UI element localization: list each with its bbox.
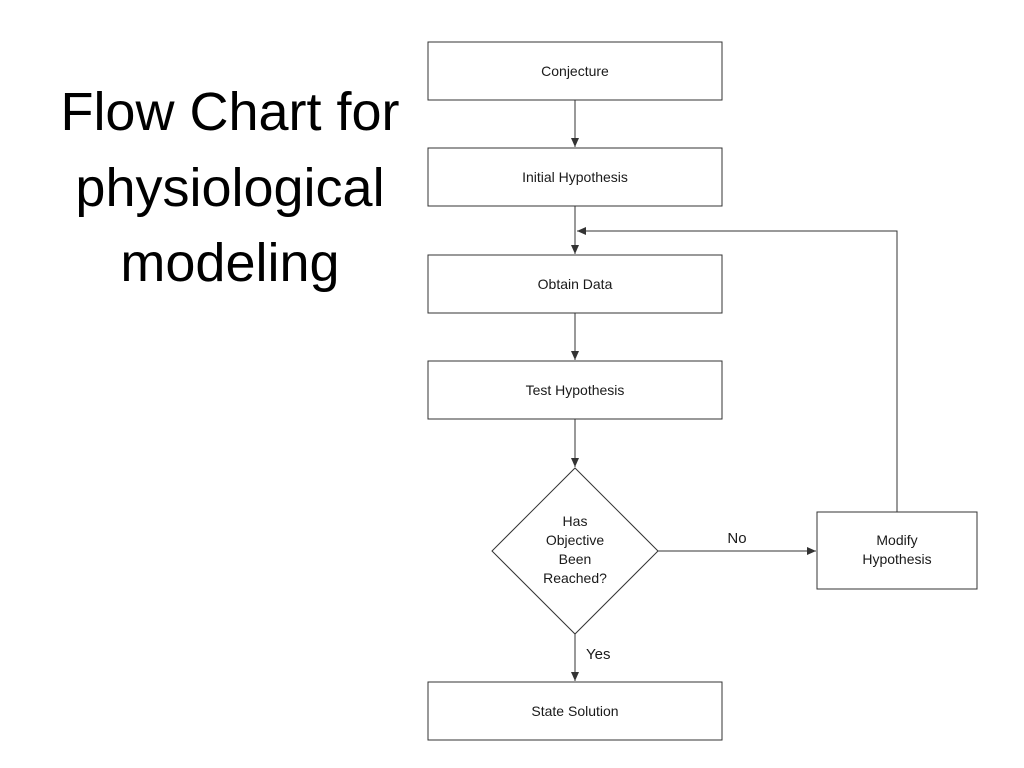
node-initial-hypothesis-label: Initial Hypothesis	[522, 169, 628, 185]
edge-label-no: No	[727, 530, 746, 547]
node-state-solution: State Solution	[427, 681, 723, 741]
node-decision-line-4: Reached?	[543, 570, 607, 586]
node-obtain-data: Obtain Data	[427, 254, 723, 314]
node-modify-hypothesis-line-2: Hypothesis	[862, 551, 931, 567]
slide-title-line-1: Flow Chart for	[60, 82, 400, 142]
node-decision: Has Objective Been Reached?	[491, 467, 659, 635]
arrow-modify-hypothesis-loop-back	[577, 227, 898, 512]
node-obtain-data-label: Obtain Data	[538, 276, 613, 292]
node-conjecture: Conjecture	[427, 41, 723, 101]
node-decision-line-3: Been	[559, 551, 592, 567]
slide-title-line-2: physiological	[75, 158, 385, 218]
node-conjecture-label: Conjecture	[541, 63, 609, 79]
node-modify-hypothesis: Modify Hypothesis	[816, 511, 978, 590]
node-state-solution-label: State Solution	[531, 703, 618, 719]
node-test-hypothesis-label: Test Hypothesis	[526, 382, 625, 398]
edge-label-yes: Yes	[586, 646, 610, 663]
slide-title-line-3: modeling	[120, 233, 340, 293]
node-decision-line-2: Objective	[546, 532, 605, 548]
node-test-hypothesis: Test Hypothesis	[427, 360, 723, 420]
node-decision-line-1: Has	[563, 513, 588, 529]
node-initial-hypothesis: Initial Hypothesis	[427, 147, 723, 207]
node-modify-hypothesis-line-1: Modify	[876, 532, 917, 548]
